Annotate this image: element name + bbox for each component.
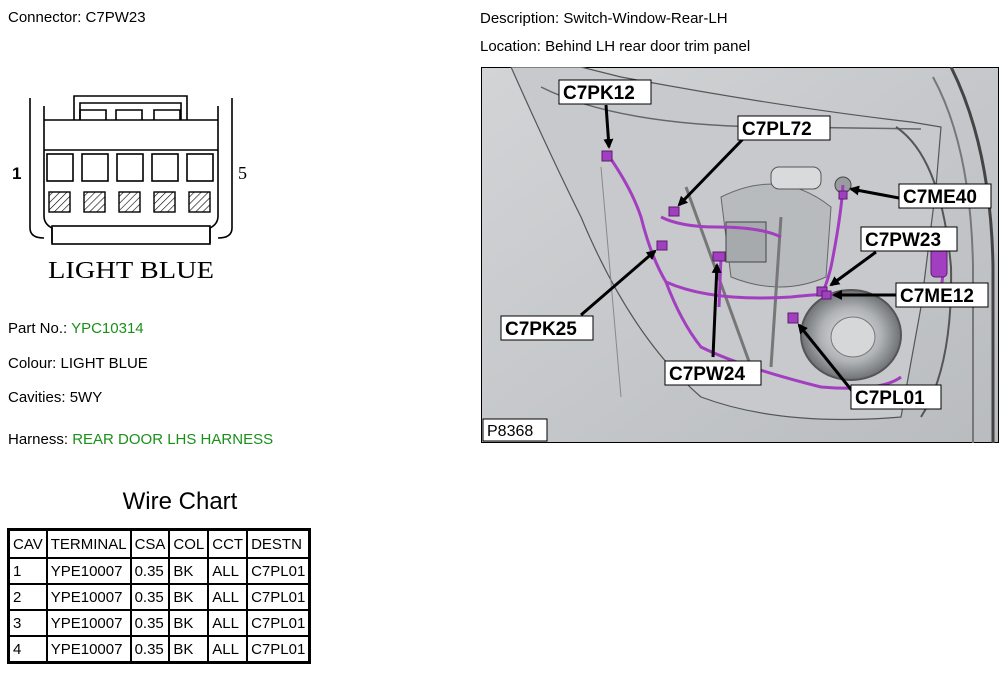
table-row: 2 YPE10007 0.35 BK ALL C7PL01 xyxy=(7,583,311,611)
location-label: Location: xyxy=(480,38,541,55)
arrow-c7pw24 xyxy=(711,263,722,358)
cell-cct: ALL xyxy=(207,583,249,611)
cell-cav: 2 xyxy=(7,583,48,611)
cell-cav: 3 xyxy=(7,609,48,637)
connector-c7pw24 xyxy=(712,251,726,262)
cell-cav: 4 xyxy=(7,635,48,664)
header-col: COL xyxy=(168,528,210,559)
arrow-c7me40 xyxy=(849,185,900,200)
cavity-2 xyxy=(81,153,109,182)
terminal-lock-5 xyxy=(188,191,211,213)
callout-c7pw23: C7PW23 xyxy=(865,230,941,251)
cavity-5 xyxy=(186,153,214,182)
harness-line: Harness: REAR DOOR LHS HARNESS xyxy=(8,431,273,448)
cell-col: BK xyxy=(168,557,210,585)
description-value: Switch-Window-Rear-LH xyxy=(563,10,728,27)
arrow-c7pl72 xyxy=(677,137,745,207)
cell-csa: 0.35 xyxy=(129,557,171,585)
cell-csa: 0.35 xyxy=(129,635,171,664)
header-cct: CCT xyxy=(207,528,249,559)
cell-destn: C7PL01 xyxy=(246,635,311,664)
table-row: 3 YPE10007 0.35 BK ALL C7PL01 xyxy=(7,609,311,637)
cell-cct: ALL xyxy=(207,635,249,664)
wire-chart-title: Wire Chart xyxy=(122,488,238,515)
cell-col: BK xyxy=(168,609,210,637)
cell-terminal: YPE10007 xyxy=(45,635,132,664)
harness-label: Harness: xyxy=(8,431,69,448)
part-no-label: Part No.: xyxy=(8,320,68,337)
cavity-4 xyxy=(151,153,179,182)
connector-c7pk12 xyxy=(601,150,613,162)
colour-value: LIGHT BLUE xyxy=(60,355,148,372)
pin-1-label: 1 xyxy=(12,164,21,183)
terminal-lock-4 xyxy=(153,191,176,213)
callout-c7me40: C7ME40 xyxy=(903,187,977,208)
description-line: Description: Switch-Window-Rear-LH xyxy=(480,10,728,27)
header-csa: CSA xyxy=(129,528,171,559)
callout-c7pk25: C7PK25 xyxy=(505,319,577,340)
header-cav: CAV xyxy=(7,528,48,559)
part-no-line: Part No.: YPC10314 xyxy=(8,320,144,337)
cell-cct: ALL xyxy=(207,609,249,637)
callout-c7pk12: C7PK12 xyxy=(563,83,635,104)
header-destn: DESTN xyxy=(246,528,311,559)
cell-terminal: YPE10007 xyxy=(45,583,132,611)
terminal-lock-3 xyxy=(118,191,141,213)
cavities-line: Cavities: 5WY xyxy=(8,389,102,406)
connector-c7me12 xyxy=(821,290,832,300)
drawing-colour-label: LIGHT BLUE xyxy=(48,258,214,284)
door-inner-panel xyxy=(510,67,995,443)
cell-cct: ALL xyxy=(207,557,249,585)
connector-label: Connector: xyxy=(8,9,82,26)
cell-col: BK xyxy=(168,583,210,611)
header-terminal: TERMINAL xyxy=(45,528,132,559)
cell-cav: 1 xyxy=(7,557,48,585)
harness-value: REAR DOOR LHS HARNESS xyxy=(72,431,274,448)
connector-c7pl72 xyxy=(668,206,680,217)
cavities-value: 5WY xyxy=(69,389,103,406)
arrow-c7pl01 xyxy=(797,323,855,393)
connector-c7pl01 xyxy=(787,312,799,324)
location-photo: C7PK12 C7PL72 C7ME40 C7PW23 C7ME12 C7PK2… xyxy=(481,67,999,443)
callout-c7pw24: C7PW24 xyxy=(669,364,745,385)
table-row: 1 YPE10007 0.35 BK ALL C7PL01 xyxy=(7,557,311,585)
terminal-lock-1 xyxy=(48,191,71,213)
colour-label: Colour: xyxy=(8,355,57,372)
part-no-value: YPC10314 xyxy=(71,320,144,337)
description-label: Description: xyxy=(480,10,560,27)
connectors-in-photo xyxy=(601,150,948,324)
location-value: Behind LH rear door trim panel xyxy=(545,38,751,55)
cell-col: BK xyxy=(168,635,210,664)
cell-destn: C7PL01 xyxy=(246,583,311,611)
pin-5-label: 5 xyxy=(238,163,247,183)
colour-line: Colour: LIGHT BLUE xyxy=(8,355,148,372)
callout-c7pl01: C7PL01 xyxy=(855,388,925,409)
connector-c7pk25 xyxy=(656,240,668,251)
callout-arrows xyxy=(580,104,900,393)
arrow-c7pw23 xyxy=(829,250,877,287)
cell-destn: C7PL01 xyxy=(246,557,311,585)
table-header-row: CAV TERMINAL CSA COL CCT DESTN xyxy=(7,528,311,559)
callout-c7me12: C7ME12 xyxy=(900,286,974,307)
table-row: 4 YPE10007 0.35 BK ALL C7PL01 xyxy=(7,635,311,664)
terminal-lock-2 xyxy=(83,191,106,213)
connector-face-drawing: 1 5 LIGHT BLUE xyxy=(12,95,247,284)
arrow-c7pk12 xyxy=(603,104,614,149)
cavities-label: Cavities: xyxy=(8,389,66,406)
arrow-c7pk25 xyxy=(580,249,657,317)
location-line: Location: Behind LH rear door trim panel xyxy=(480,38,750,55)
wire-chart-table: CAV TERMINAL CSA COL CCT DESTN 1 YPE1000… xyxy=(7,528,312,664)
connector-c7me40 xyxy=(838,190,848,200)
cavity-1 xyxy=(46,153,74,182)
cell-terminal: YPE10007 xyxy=(45,557,132,585)
cell-csa: 0.35 xyxy=(129,609,171,637)
photo-id: P8368 xyxy=(487,423,533,440)
cell-destn: C7PL01 xyxy=(246,609,311,637)
callout-c7pl72: C7PL72 xyxy=(742,119,812,140)
cell-csa: 0.35 xyxy=(129,583,171,611)
cell-terminal: YPE10007 xyxy=(45,609,132,637)
connector-value: C7PW23 xyxy=(85,9,146,26)
cavity-3 xyxy=(116,153,144,182)
connector-line: Connector: C7PW23 xyxy=(8,9,146,26)
